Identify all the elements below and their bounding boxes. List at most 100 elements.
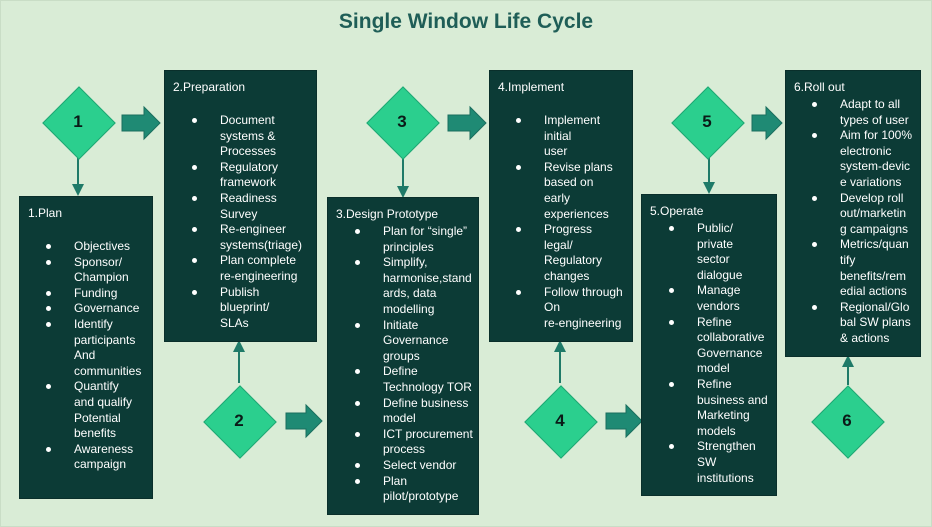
bullet-icon [192, 289, 197, 295]
stage-item-text: Develop roll out/marketin g campaigns [840, 190, 909, 236]
stage-5-box: 5.Operate Public/ private sector dialogu… [641, 194, 777, 496]
bullet-icon [669, 226, 674, 231]
bullet-icon [355, 369, 360, 375]
stage-item-text: Initiate Governance groups [383, 317, 449, 363]
stage-4-item: Progress legal/ Regulatory changes [516, 222, 630, 284]
bullet-icon [192, 195, 197, 201]
bullet-icon [516, 289, 521, 295]
stage-item-text: Manage vendors [697, 283, 741, 313]
bullet-icon [192, 164, 197, 170]
stage-3-item: ICT procurement process [355, 427, 477, 458]
stage-2-item: Re-engineer systems(triage) [192, 222, 314, 253]
stage-5-item: Public/ private sector dialogue [669, 221, 775, 283]
stage-6-number: 6 [842, 411, 852, 430]
stage-item-text: Governance [74, 301, 140, 316]
stage-item-text: Define Technology TOR [383, 364, 472, 394]
stage-3-box: 3.Design Prototype Plan for “single” pri… [327, 197, 479, 515]
bullet-icon [669, 381, 674, 387]
bullet-icon [355, 431, 360, 437]
stage-6-item: Metrics/quan tify benefits/rem edial act… [812, 237, 919, 299]
stage-item-text: Select vendor [383, 457, 457, 472]
stage-3-heading: 3.Design Prototype [336, 207, 439, 221]
stage-5-heading: 5.Operate [650, 204, 704, 218]
stage-item-text: Document systems & Processes [220, 113, 277, 159]
bullet-icon [46, 321, 51, 327]
stage-item-text: Awareness campaign [74, 441, 134, 472]
bullet-icon [812, 133, 817, 139]
bullet-icon [192, 227, 197, 233]
stage-6-item: Develop roll out/marketin g campaigns [812, 191, 919, 238]
stage-4-item: Revise plans based on early experiences [516, 160, 630, 222]
stage-4-item: Implement initial user [516, 113, 630, 160]
stage-item-text: Quantify and qualify Potential benefits [74, 379, 133, 441]
stage-item-text: Refine collaborative Governance model [697, 314, 765, 376]
stage-3-item: Plan pilot/prototype [355, 474, 477, 505]
stage-5-item: Manage vendors [669, 283, 775, 314]
bullet-icon [355, 229, 360, 234]
stage-2-item: Readiness Survey [192, 191, 314, 222]
stage-item-text: Public/ private sector dialogue [697, 221, 743, 282]
stage-1-item: Quantify and qualify Potential benefits [46, 379, 150, 441]
stage-item-text: Revise plans based on early experiences [544, 159, 613, 221]
bullet-icon [355, 260, 360, 266]
stage-4-item: Follow through On re-engineering [516, 285, 630, 332]
bullet-icon [669, 444, 674, 450]
bullet-icon [516, 118, 521, 123]
stage-2-item: Plan complete re-engineering [192, 253, 314, 284]
stage-6-item: Adapt to all types of user [812, 97, 919, 128]
stage-3-item: Initiate Governance groups [355, 318, 477, 365]
bullet-icon [669, 319, 674, 325]
bullet-icon [812, 242, 817, 248]
bullet-icon [669, 288, 674, 294]
stage-item-text: Define business model [383, 395, 469, 426]
stage-item-text: Objectives [74, 239, 131, 253]
stage-2-number: 2 [234, 411, 244, 430]
bullet-icon [812, 102, 817, 107]
stage-1-number: 1 [73, 112, 83, 131]
stage-2-box: 2.Preparation Document systems & Process… [164, 70, 317, 342]
bullet-icon [355, 322, 360, 328]
bullet-icon [192, 258, 197, 264]
stage-5-number: 5 [702, 112, 712, 131]
stage-1-item: Sponsor/ Champion [46, 255, 150, 286]
stage-3-item: Define business model [355, 396, 477, 427]
stage-item-text: Aim for 100% electronic system-devic e v… [840, 128, 913, 189]
stage-item-text: Implement initial user [544, 113, 601, 159]
stage-item-text: Simplify, harmonise,stand ards, data mod… [383, 255, 472, 316]
stage-6-heading: 6.Roll out [794, 80, 845, 94]
bullet-icon [46, 259, 51, 265]
stage-item-text: Plan pilot/prototype [383, 473, 459, 504]
stage-3-item: Plan for “single” principles [355, 224, 477, 255]
stage-item-text: Plan complete re-engineering [220, 253, 298, 283]
bullet-icon [192, 118, 197, 123]
stage-3-item: Select vendor [355, 458, 477, 474]
stage-6-item: Regional/Glo bal SW plans & actions [812, 300, 919, 347]
stage-item-text: Metrics/quan tify benefits/rem edial act… [840, 237, 909, 299]
stage-item-text: Strengthen SW institutions [697, 439, 756, 485]
flow-arrow-3-to-4 [447, 105, 487, 141]
stage-item-text: Sponsor/ Champion [74, 254, 129, 285]
stage-2-item: Document systems & Processes [192, 113, 314, 160]
stage-5-item: Refine business and Marketing models [669, 377, 775, 439]
bullet-icon [46, 306, 51, 312]
stage-6-item: Aim for 100% electronic system-devic e v… [812, 128, 919, 190]
bullet-icon [46, 384, 51, 390]
stage-item-text: Adapt to all types of user [840, 97, 909, 127]
stage-item-text: Plan for “single” principles [383, 224, 468, 254]
bullet-icon [355, 478, 360, 484]
bullet-icon [355, 400, 360, 406]
bullet-icon [46, 446, 51, 452]
diagram-title: Single Window Life Cycle [338, 10, 594, 33]
stage-1-item: Governance [46, 301, 150, 317]
stage-1-item: Awareness campaign [46, 442, 150, 473]
stage-item-text: Funding [74, 285, 118, 300]
